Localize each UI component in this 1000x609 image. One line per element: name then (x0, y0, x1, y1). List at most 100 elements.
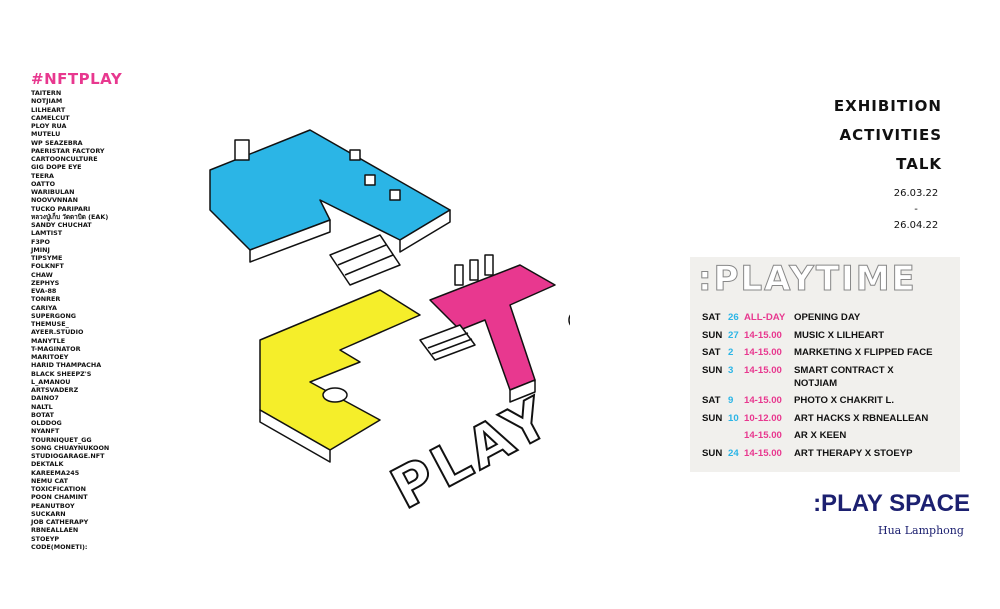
play-text: PLAY (381, 385, 563, 520)
artist-item: หลวงปู่เก็บ วัดดาบิด (EAK) (31, 212, 109, 221)
schedule-time: 14-15.00 (744, 447, 782, 459)
artist-item: RBNEALLAEN (31, 526, 79, 535)
artist-item: NOOVVNNAN (31, 196, 78, 205)
artist-item: TONRER (31, 295, 61, 304)
headline-activities: ACTIVITIES (839, 126, 942, 144)
artist-item: GIG DOPE EYE (31, 163, 82, 172)
schedule-time: 14-15.00 (744, 430, 782, 441)
schedule-event: PHOTO X CHAKRIT L. (794, 395, 895, 406)
artist-item: PAERISTAR FACTORY (31, 146, 105, 155)
headline-exhibition: EXHIBITION (833, 97, 942, 115)
artist-item: OATTO (31, 179, 56, 188)
schedule-day: SAT (702, 312, 721, 323)
schedule-time: 14-15.00 (744, 395, 782, 406)
schedule-time: 14-15.00 (744, 329, 782, 341)
end-date: 26.04.22 (893, 220, 939, 231)
artist-item: EVA-88 (31, 287, 57, 295)
artist-item: TUCKO PARIPARI (31, 204, 91, 213)
artist-item: CHAW (31, 270, 53, 279)
schedule-date: 26 (728, 312, 739, 323)
artist-item: DAINO7 (31, 394, 59, 403)
schedule-row: 14-15.00 AR X KEEN (702, 429, 954, 447)
schedule-day: SAT (702, 395, 721, 406)
artist-item: T-MAGINATOR (31, 344, 81, 353)
artist-item: TAITERN (31, 89, 62, 97)
artist-item: TEERA (31, 171, 54, 180)
artist-item: STUDIOGARAGE.NFT (31, 452, 105, 460)
playtime-title: :PLAYTIME (698, 259, 917, 300)
schedule-event: SMART CONTRACT X NOTJIAM (794, 364, 894, 389)
artist-item: KAREEMA245 (31, 468, 80, 477)
artist-item: F3PO (31, 237, 50, 246)
artist-item: POON CHAMINT (31, 493, 88, 502)
artist-item: NYANFT (31, 427, 60, 436)
schedule-day: SUN (702, 412, 723, 424)
schedule-event: ART THERAPY X STOEYP (794, 447, 913, 459)
artist-item: ARTSVADERZ (31, 386, 79, 394)
artist-item: CODE(MONETI): (31, 542, 88, 551)
artist-item: LAMTIST (31, 229, 63, 238)
hashtag: #NFTPLAY (31, 70, 123, 88)
schedule-day: SUN (702, 364, 723, 376)
artist-item: PLOY RUA (31, 122, 67, 130)
headline: EXHIBITION ACTIVITIES TALK (834, 92, 942, 179)
artist-item: NOTJIAM (31, 97, 63, 106)
schedule-row: SUN 27 14-15.00 MUSIC X LILHEART (702, 329, 954, 347)
artist-item: ZEPHYS (31, 278, 60, 287)
artist-item: FOLKNFT (31, 262, 64, 271)
schedule-event: MARKETING X FLIPPED FACE (794, 347, 933, 358)
artist-item: JOB CATHERAPY (31, 518, 89, 526)
artist-item: NALTL (31, 402, 53, 411)
artist-item: SUCKARN (31, 509, 66, 518)
schedule-day: SAT (702, 347, 721, 358)
schedule-date: 24 (728, 447, 739, 459)
schedule-day: SUN (702, 329, 723, 341)
artist-item: HARID THAMPACHA (31, 361, 102, 370)
artist-item: SUPERGONG (31, 311, 77, 320)
schedule-date: 3 (728, 364, 734, 376)
artist-item: MARITOEY (31, 353, 69, 361)
stairs (329, 234, 401, 286)
t-block-pink (429, 264, 556, 391)
artist-item: SONG CHUAYNUKOON (31, 443, 110, 452)
schedule-date: 2 (728, 347, 734, 358)
artist-item: SANDY CHUCHAT (31, 221, 92, 229)
headline-talk: TALK (896, 155, 942, 173)
schedule-time: 14-15.00 (744, 364, 782, 376)
artist-item: NEMU CAT (31, 476, 68, 485)
artist-item: MANYTLE (31, 336, 66, 345)
date-range: 26.03.22 - 26.04.22 (880, 186, 952, 234)
schedule-event: MUSIC X LILHEART (794, 329, 885, 341)
schedule-row: SUN 3 14-15.00 SMART CONTRACT X NOTJIAM (702, 364, 954, 395)
artist-item: MUTELU (31, 130, 61, 139)
schedule-date: 27 (728, 329, 739, 341)
artist-item: LILHEART (31, 105, 66, 114)
artist-item: TOXICFICATION (31, 485, 86, 493)
artist-item: THEMUSE_ (31, 320, 69, 328)
artist-item: CARTOONCULTURE (31, 155, 98, 163)
nft-play-illustration: PLAY (209, 129, 570, 520)
schedule-time: 10-12.00 (744, 412, 782, 424)
artist-item: WARIBULAN (31, 188, 75, 196)
schedule-time: ALL-DAY (744, 312, 786, 323)
logo-subtitle: Hua Lamphong (878, 524, 964, 537)
artist-item: OLDDOG (31, 419, 62, 427)
artist-item: BOTAT (31, 410, 54, 419)
artist-item: JMINJ (31, 245, 50, 254)
artist-item: DEKTALK (31, 460, 64, 469)
artist-item: TIPSYME (31, 254, 63, 262)
artist-item: TOURNIQUET_GG (31, 435, 92, 444)
artist-item: L_AMANOU (31, 377, 71, 386)
artist-item: AYEER.STUDIO (31, 328, 84, 337)
artist-item: BLACK SHEEPZ'S (31, 369, 92, 378)
schedule-event: ART HACKS X RBNEALLEAN (794, 412, 929, 424)
schedule-event: AR X KEEN (794, 430, 847, 441)
schedule-date: 9 (728, 395, 734, 406)
artist-item: PEANUTBOY (31, 501, 75, 510)
